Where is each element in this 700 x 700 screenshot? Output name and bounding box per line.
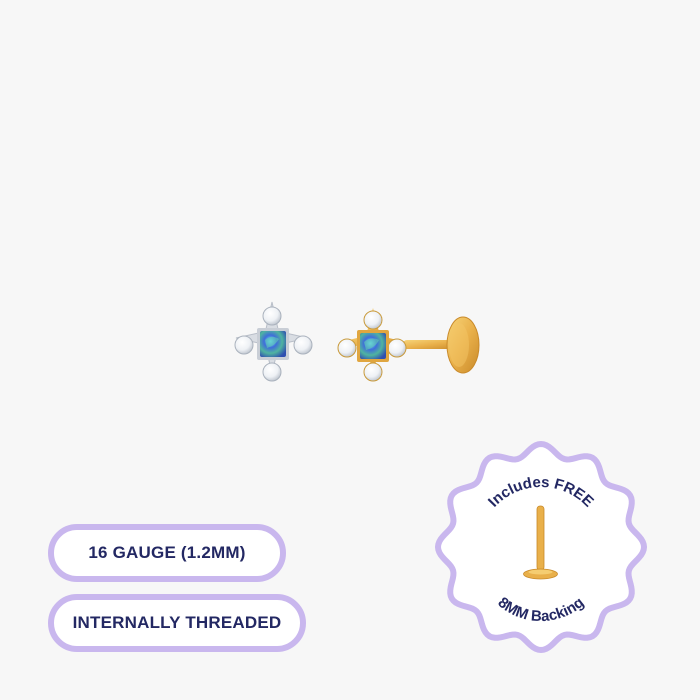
earring-side-view	[337, 308, 480, 382]
flat-back-post-icon	[523, 505, 558, 580]
gauge-badge: 16 GAUGE (1.2MM)	[48, 524, 286, 582]
opal-star-stud-earring-icon	[234, 301, 480, 382]
threading-label: INTERNALLY THREADED	[72, 613, 282, 632]
gauge-label: 16 GAUGE (1.2MM)	[88, 543, 246, 562]
free-backing-badge: Includes FREE 8MM Backing	[434, 440, 648, 654]
earring-front-view	[234, 301, 313, 382]
threading-badge: INTERNALLY THREADED	[48, 594, 306, 652]
